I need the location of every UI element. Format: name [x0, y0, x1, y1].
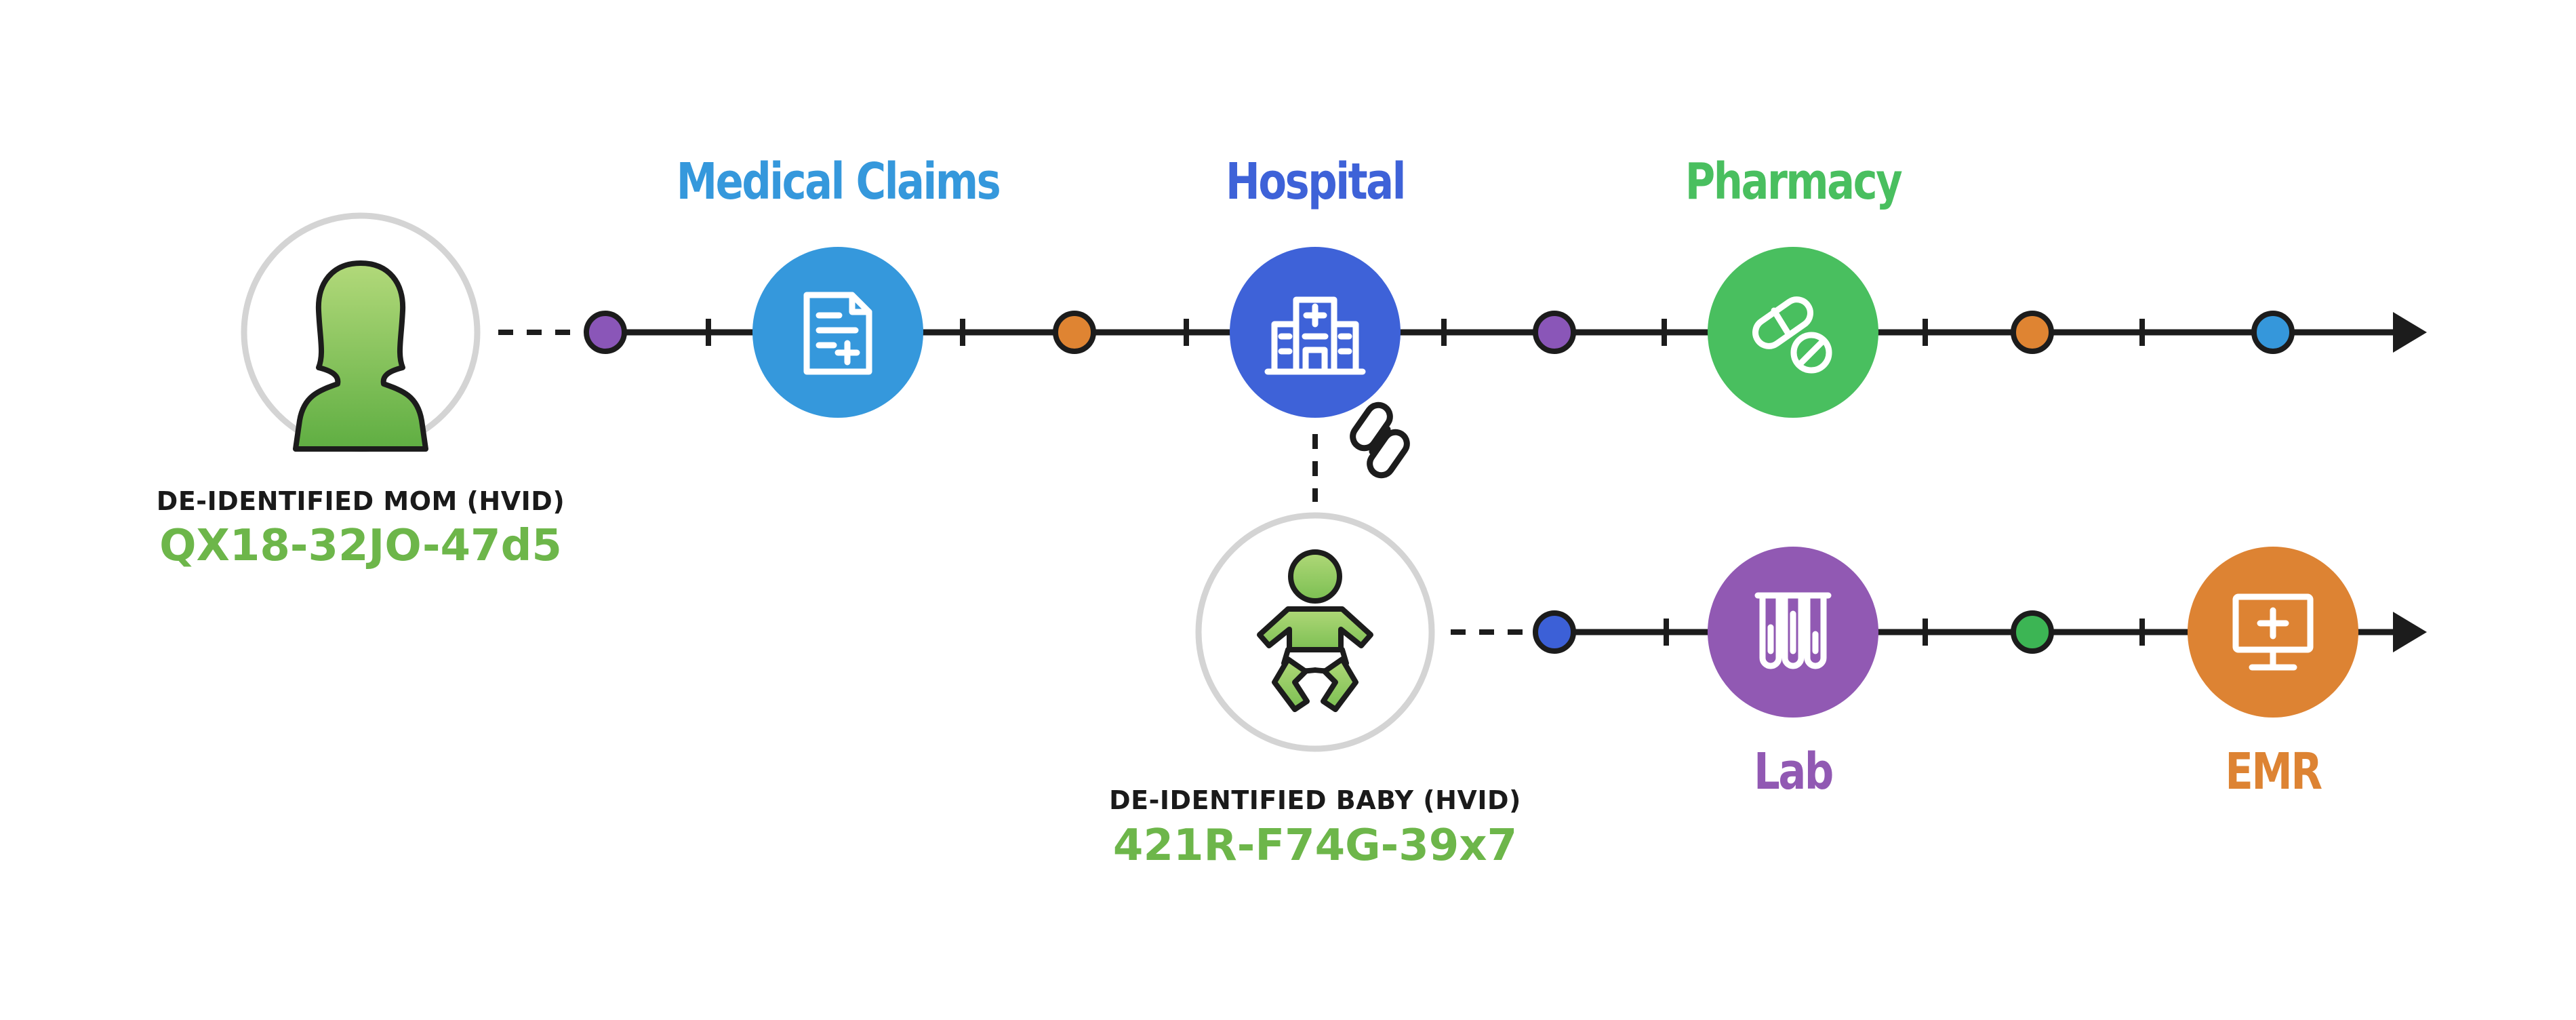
- woman-silhouette-icon: [293, 260, 428, 452]
- baby-caption: DE-IDENTIFIED BABY (HVID): [1109, 785, 1521, 815]
- bottom-timeline-arrowhead: [2393, 612, 2427, 652]
- baby-icon: [1257, 549, 1373, 712]
- test-tubes-icon: [1754, 592, 1832, 669]
- hospital-label: Hospital: [1226, 153, 1406, 211]
- pills-icon: [1752, 296, 1832, 374]
- top-timeline-arrowhead: [2393, 312, 2427, 353]
- bottom-timeline: [1451, 547, 2427, 718]
- document-plus-icon: [803, 292, 872, 375]
- bottom-timeline-ticks: [1664, 619, 2145, 646]
- hospital-building-icon: [1264, 296, 1366, 375]
- baby-hvid: 421R-F74G-39x7: [1112, 821, 1518, 871]
- emr-node: [2188, 547, 2358, 718]
- pharmacy-label: Pharmacy: [1685, 153, 1903, 211]
- medical-claims-node: [752, 247, 923, 418]
- monitor-plus-icon: [2232, 593, 2314, 671]
- timeline-dot-blue: [2251, 311, 2295, 354]
- emr-label: EMR: [2225, 743, 2322, 801]
- mom-caption: DE-IDENTIFIED MOM (HVID): [156, 486, 565, 516]
- top-timeline-ticks: [706, 319, 2145, 346]
- mom-hvid: QX18-32JO-47d5: [159, 521, 562, 571]
- lab-node: [1708, 547, 1878, 718]
- timeline-dot-green: [2011, 610, 2054, 654]
- pharmacy-node: [1708, 247, 1878, 418]
- mom-avatar: [241, 212, 481, 452]
- hospital-circle: [1230, 247, 1401, 418]
- lab-label: Lab: [1754, 743, 1834, 801]
- medical-claims-label: Medical Claims: [676, 153, 1001, 211]
- top-timeline: [498, 247, 2427, 418]
- hospital-node: [1230, 247, 1401, 418]
- baby-avatar: [1195, 512, 1435, 752]
- timeline-dot-purple: [1533, 311, 1576, 354]
- timeline-dot-orange: [1053, 311, 1096, 354]
- timeline-dot-purple: [584, 311, 627, 354]
- timeline-dot-blue: [1533, 610, 1576, 654]
- timeline-dot-orange: [2011, 311, 2054, 354]
- family-link: [1312, 401, 1410, 502]
- chain-link-icon: [1350, 401, 1410, 479]
